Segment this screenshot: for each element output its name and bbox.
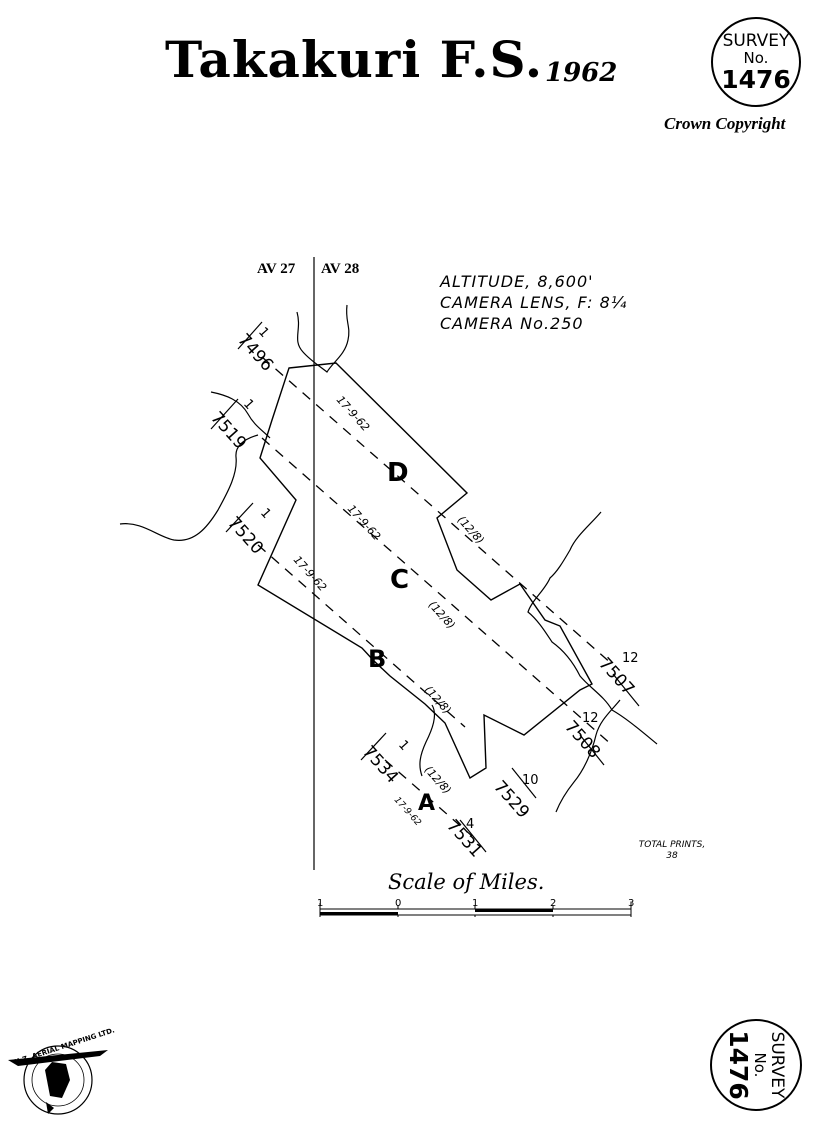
photo-tick-7507 — [612, 673, 640, 707]
river-south — [419, 704, 436, 777]
survey-badge-no-bottom: No. — [751, 1052, 770, 1078]
column-label-left: AV 27 — [257, 261, 296, 277]
photo-number-7519: 7519 — [206, 408, 250, 454]
run-lens-b: (12/8) — [422, 683, 454, 716]
survey-badge-no: No. — [743, 48, 769, 67]
photo-tick-7531 — [459, 819, 487, 853]
photo-count-7534: 1 — [395, 738, 412, 754]
run-letter-b: B — [368, 645, 386, 673]
altitude-text: ALTITUDE, 8,600' — [440, 272, 594, 291]
scale-tick-1-left: 1 — [317, 898, 324, 909]
logo-text: N.Z. AERIAL MAPPING LTD. — [13, 1026, 115, 1066]
survey-badge-number: 1476 — [721, 64, 791, 94]
flight-info: ALTITUDE, 8,600' CAMERA LENS, F: 8¼ CAME… — [440, 271, 627, 334]
survey-badge-label-bottom: SURVEY — [767, 1031, 788, 1099]
camera-number-text: CAMERA No.250 — [440, 314, 584, 333]
photo-number-7496: 7496 — [233, 330, 277, 376]
photo-count-7519: 1 — [240, 397, 257, 413]
copyright-note: Crown Copyright — [664, 114, 786, 133]
map-year: 1962 — [545, 58, 618, 88]
photo-count-7507: 12 — [622, 651, 639, 666]
photo-tick-7519 — [210, 398, 239, 430]
scale-bar — [319, 903, 632, 917]
total-prints: TOTAL PRINTS, 38 — [632, 840, 712, 862]
column-label-right: AV 28 — [321, 261, 360, 277]
photo-tick-7508 — [579, 734, 605, 766]
photo-count-7529: 10 — [522, 773, 539, 788]
run-letter-c: C — [390, 565, 409, 595]
run-letter-d: D — [387, 458, 409, 488]
flight-line-b — [257, 544, 466, 728]
map-title: Takakuri F.S. — [165, 30, 544, 89]
total-prints-value: 38 — [666, 851, 678, 861]
survey-badge-bottom: SURVEY No. 1476 — [710, 1019, 802, 1111]
run-date-b: 17-9-62 — [291, 553, 329, 594]
river-northwest — [210, 391, 271, 439]
river-southeast — [555, 699, 621, 813]
survey-badge-label: SURVEY — [722, 30, 790, 51]
photo-number-7520: 7520 — [223, 513, 267, 559]
photo-count-7508: 12 — [582, 711, 599, 726]
photo-number-7531: 7531 — [442, 816, 486, 862]
photo-tick-7520 — [225, 502, 254, 533]
river-east — [527, 511, 658, 745]
photo-tick-7496 — [237, 321, 263, 350]
river-west — [119, 434, 259, 541]
flight-line-a — [384, 759, 473, 837]
scale-tick-0: 0 — [395, 898, 402, 909]
photo-tick-7529 — [511, 767, 537, 799]
survey-badge-number-bottom: 1476 — [724, 1030, 754, 1100]
scale-tick-2: 2 — [550, 898, 557, 909]
river-north — [296, 304, 350, 373]
flight-line-c — [261, 437, 613, 746]
run-date-c: 17-9-62 — [345, 502, 383, 543]
run-date-d: 17-9-62 — [334, 393, 372, 434]
total-prints-label: TOTAL PRINTS, — [638, 840, 706, 850]
run-lens-c: (12/8) — [426, 598, 458, 631]
scale-tick-3: 3 — [628, 898, 635, 909]
camera-lens-text: CAMERA LENS, F: 8¼ — [440, 293, 628, 312]
photo-count-7520: 1 — [257, 506, 274, 522]
flight-line-d — [261, 356, 613, 665]
photo-tick-7534 — [360, 732, 387, 761]
run-letter-a: A — [418, 791, 435, 816]
run-lens-d: (12/8) — [455, 513, 487, 546]
survey-badge-top: SURVEY No. 1476 — [711, 17, 801, 107]
photo-count-7531: 4 — [466, 817, 474, 832]
aerial-mapping-logo: N.Z. AERIAL MAPPING LTD. — [8, 1026, 116, 1115]
scale-title: Scale of Miles. — [388, 870, 545, 894]
scale-tick-1: 1 — [472, 898, 479, 909]
coverage-boundary — [257, 362, 593, 780]
photo-number-7534: 7534 — [358, 742, 402, 788]
